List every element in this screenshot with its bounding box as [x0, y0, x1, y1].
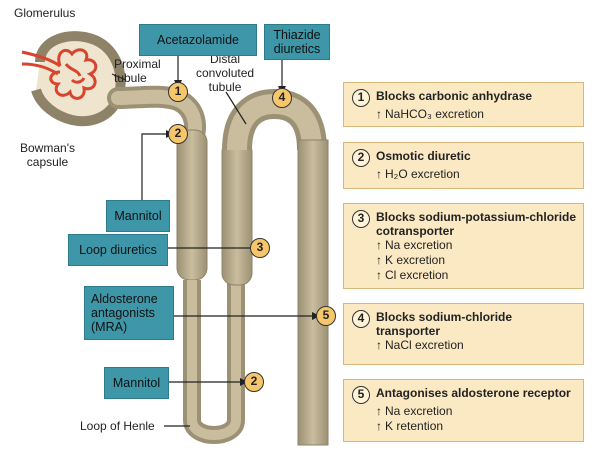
effect-item: Cl excretion: [376, 268, 577, 283]
effect-item: Na excretion: [376, 238, 577, 253]
site-badge-aldosterone: 5: [316, 306, 336, 326]
loop-of-henle-label: Loop of Henle: [80, 419, 155, 433]
card-title: Antagonises aldosterone receptor: [376, 386, 571, 400]
glomerulus-shape: [21, 48, 98, 100]
distal-tubule-label: Distal convoluted tubule: [196, 52, 255, 94]
proximal-tubule-label: Proximal tubule: [114, 57, 161, 85]
pointer-lines: [111, 56, 312, 427]
acetazolamide-box: Acetazolamide: [139, 24, 257, 56]
mechanism-card-1: 1 Blocks carbonic anhydrase NaHCO₃ excre…: [343, 82, 584, 127]
effect-item: Na excretion: [376, 404, 577, 419]
mannitol-bottom-box: Mannitol: [104, 367, 169, 399]
effect-item: K retention: [376, 419, 577, 434]
site-badge-mannitol-bottom: 2: [244, 372, 264, 392]
card-number-badge: 2: [352, 149, 370, 167]
aldosterone-antagonists-box: Aldosterone antagonists (MRA): [84, 286, 174, 340]
card-number-badge: 4: [352, 310, 370, 328]
effect-item: H₂O excretion: [376, 167, 577, 182]
loop-diuretics-box: Loop diuretics: [68, 234, 168, 266]
mechanism-card-2: 2 Osmotic diuretic H₂O excretion: [343, 142, 584, 189]
effect-item: NaHCO₃ excretion: [376, 107, 577, 122]
mannitol-top-box: Mannitol: [106, 200, 170, 232]
site-badge-acetazolamide: 1: [168, 82, 188, 102]
card-title: Blocks carbonic anhydrase: [376, 89, 533, 103]
site-badge-thiazide: 4: [272, 88, 292, 108]
card-number-badge: 1: [352, 89, 370, 107]
bowmans-capsule-label: Bowman's capsule: [20, 141, 75, 169]
site-badge-loop-diuretics: 3: [250, 238, 270, 258]
effect-item: NaCl excretion: [376, 338, 577, 353]
card-number-badge: 3: [352, 210, 370, 228]
card-title: Blocks sodium-chloride transporter: [376, 310, 513, 338]
card-number-badge: 5: [352, 386, 370, 404]
card-title: Osmotic diuretic: [376, 149, 471, 163]
card-title: Blocks sodium-potassium-chloride cotrans…: [376, 210, 577, 238]
mechanism-card-5: 5 Antagonises aldosterone receptor Na ex…: [343, 379, 584, 442]
mechanism-card-3: 3 Blocks sodium-potassium-chloride cotra…: [343, 203, 584, 289]
glomerulus-label: Glomerulus: [14, 6, 76, 20]
effect-item: K excretion: [376, 253, 577, 268]
thiazide-diuretics-box: Thiazide diuretics: [264, 24, 330, 60]
mechanism-card-4: 4 Blocks sodium-chloride transporter NaC…: [343, 303, 584, 365]
site-badge-mannitol-top: 2: [168, 124, 188, 144]
